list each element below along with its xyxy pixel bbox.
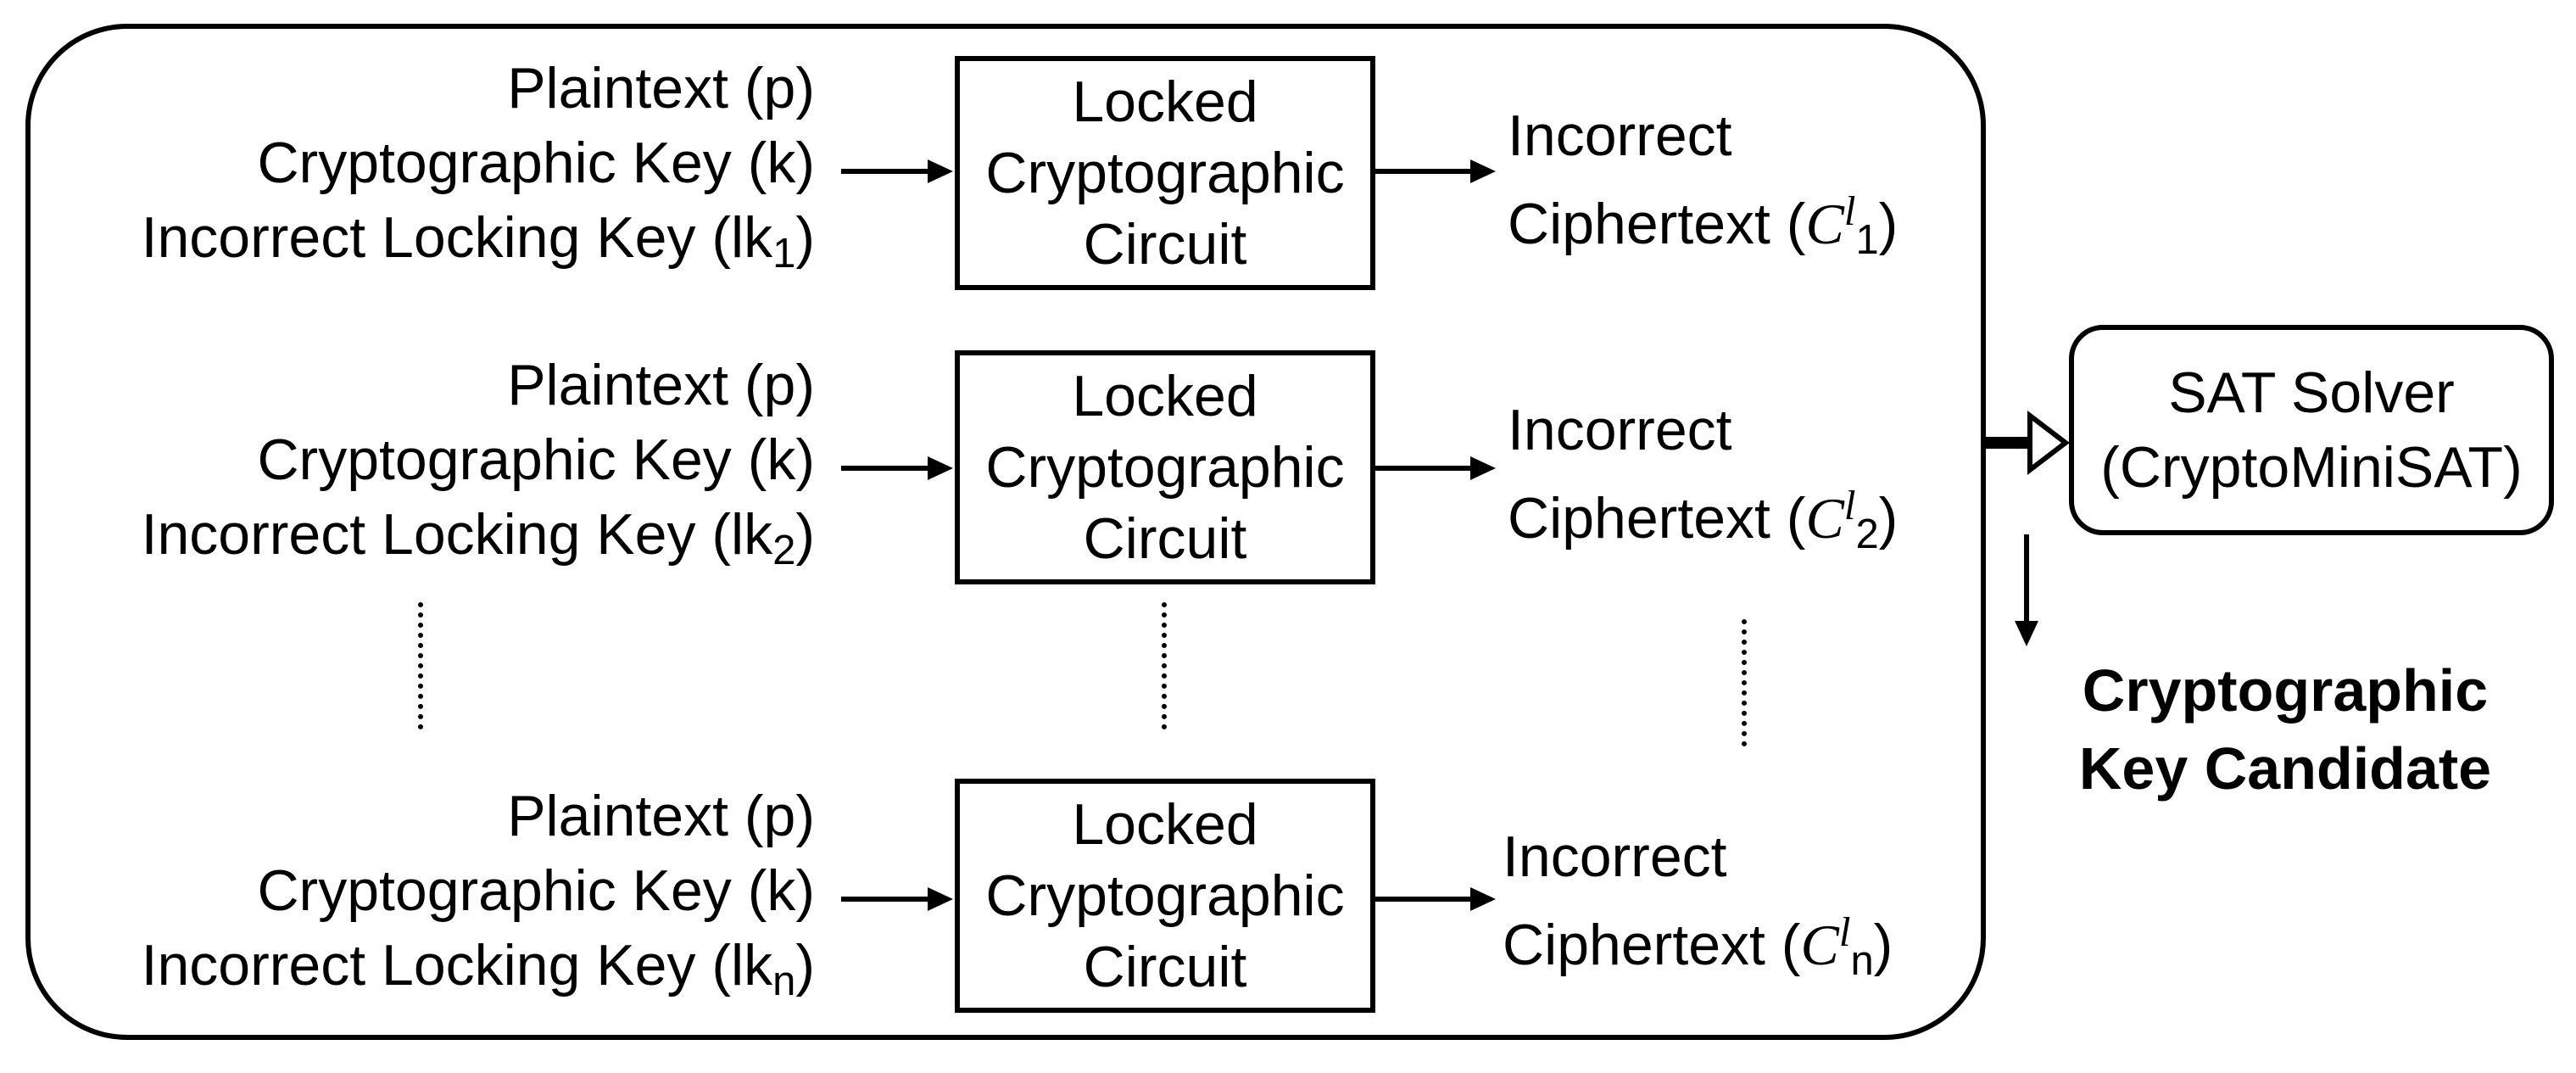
row-1-inputs: Plaintext (p) Cryptographic Key (k) Inco… xyxy=(142,51,815,275)
row-1-output: Incorrect Ciphertext (Cl1) xyxy=(1508,92,1898,268)
locked-circuit-box-2: Locked Cryptographic Circuit xyxy=(955,350,1375,584)
sat-solver-box: SAT Solver (CryptoMiniSAT) xyxy=(2069,325,2554,535)
iteration-group-frame xyxy=(25,24,1986,1040)
plaintext-label: Plaintext (p) xyxy=(507,56,815,120)
locked-circuit-box-1: Locked Cryptographic Circuit xyxy=(955,56,1375,290)
input-ellipsis xyxy=(418,602,423,729)
output-ellipsis xyxy=(1742,619,1747,746)
locking-key-label: Incorrect Locking Key (lk2) xyxy=(141,502,815,574)
solver-subtitle: (CryptoMiniSAT) xyxy=(2100,435,2523,500)
crypto-key-label: Cryptographic Key (k) xyxy=(257,131,815,195)
locking-key-label: Incorrect Locking Key (lkn) xyxy=(141,933,815,1005)
output-ciphertext: Ciphertext (Cln) xyxy=(1503,908,1893,985)
crypto-key-label: Cryptographic Key (k) xyxy=(257,428,815,492)
input-arrowhead-1 xyxy=(928,159,953,183)
input-arrowhead-3 xyxy=(928,887,953,911)
key-candidate-label: Cryptographic Key Candidate xyxy=(2078,657,2492,802)
solver-title: SAT Solver xyxy=(2168,360,2455,425)
output-arrowhead-2 xyxy=(1470,456,1496,480)
row-3-inputs: Plaintext (p) Cryptographic Key (k) Inco… xyxy=(142,779,815,1003)
plaintext-label: Plaintext (p) xyxy=(507,353,815,417)
locking-key-label: Incorrect Locking Key (lk1) xyxy=(141,205,815,277)
output-line1: Incorrect xyxy=(1508,103,1732,168)
group-to-solver-arrowhead xyxy=(2027,410,2070,476)
row-2-output: Incorrect Ciphertext (Cl2) xyxy=(1508,386,1898,562)
solver-output-arrowhead xyxy=(2015,621,2038,646)
output-arrowhead-1 xyxy=(1470,159,1496,183)
locked-circuit-box-3: Locked Cryptographic Circuit xyxy=(955,779,1375,1013)
crypto-key-label: Cryptographic Key (k) xyxy=(257,858,815,923)
output-line1: Incorrect xyxy=(1508,398,1732,462)
row-2-inputs: Plaintext (p) Cryptographic Key (k) Inco… xyxy=(142,348,815,572)
plaintext-label: Plaintext (p) xyxy=(507,784,815,848)
row-3-output: Incorrect Ciphertext (Cln) xyxy=(1503,813,1893,989)
output-ciphertext: Ciphertext (Cl2) xyxy=(1508,481,1899,558)
circuit-ellipsis xyxy=(1162,602,1167,729)
output-arrowhead-3 xyxy=(1470,887,1496,911)
output-ciphertext: Ciphertext (Cl1) xyxy=(1508,187,1899,264)
output-line1: Incorrect xyxy=(1503,824,1727,889)
input-arrowhead-2 xyxy=(928,456,953,480)
